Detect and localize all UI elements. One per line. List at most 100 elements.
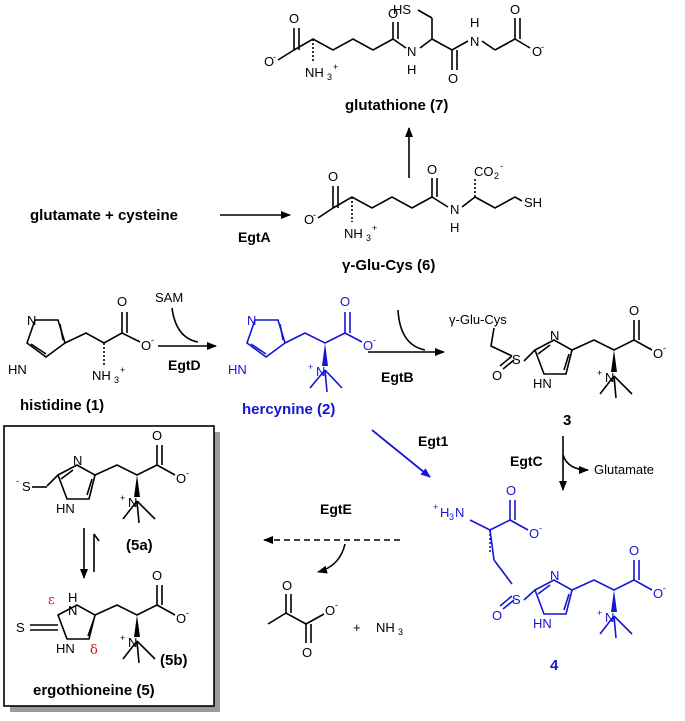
atom-hn: HN — [533, 376, 552, 391]
label-compound-5b: (5b) — [160, 652, 188, 669]
atom-o: O — [388, 6, 398, 21]
glutamate-release-arrow — [562, 454, 589, 474]
delta-label: δ — [90, 643, 98, 658]
reagent-sam: SAM — [155, 290, 183, 305]
charge: - — [186, 608, 189, 618]
hercynine-structure: N HN O O - + N hercynine (2) — [228, 294, 376, 418]
atom-n: N — [605, 370, 614, 385]
charge: + — [433, 502, 438, 512]
charge: - — [335, 600, 338, 610]
atom-o: O — [492, 368, 502, 383]
compound-3-structure: γ-Glu-Cys S O N HN O O - + N 3 — [449, 303, 666, 429]
atom-o: O — [141, 338, 151, 353]
atom-hn: HN — [8, 362, 27, 377]
enzyme-egte: EgtE — [320, 501, 352, 517]
atom-n: N — [27, 313, 36, 328]
epsilon-label: ε — [48, 593, 55, 608]
atom-o: O — [304, 212, 314, 227]
compound-4-structure: + H 3 N O O - S O N HN O O - + N 4 — [433, 483, 666, 674]
atom-n: N — [450, 202, 459, 217]
atom-s: S — [512, 592, 521, 607]
label-gamma-glu-cys: γ-Glu-Cys (6) — [342, 257, 435, 274]
subscript: 3 — [114, 375, 119, 385]
atom-o: O — [529, 526, 539, 541]
atom-o: O — [176, 611, 186, 626]
atom-o: O — [176, 471, 186, 486]
glutathione-structure: O O - NH 3 + O N H HS O N H O O - glutat… — [264, 2, 544, 114]
charge: + — [120, 365, 125, 375]
atom-h: H — [68, 590, 77, 605]
subscript: 2 — [494, 171, 499, 181]
atom-n: N — [550, 568, 559, 583]
atom-co2: CO — [474, 164, 494, 179]
atom-h: H — [450, 220, 459, 235]
atom-n: N — [605, 610, 614, 625]
atom-o: O — [532, 44, 542, 59]
label-histidine: histidine (1) — [20, 397, 104, 414]
atom-o: O — [492, 608, 502, 623]
atom-nh3: NH — [92, 368, 111, 383]
atom-o: O — [629, 543, 639, 558]
atom-n: N — [550, 328, 559, 343]
plus-sign: + — [353, 620, 361, 635]
atom-nh3: NH — [305, 65, 324, 80]
charge: - — [16, 476, 19, 486]
atom-n: N — [316, 364, 325, 379]
subscript: 3 — [327, 72, 332, 82]
atom-o: O — [289, 11, 299, 26]
atom-n: N — [73, 453, 82, 468]
sam-curved-arrow — [171, 307, 199, 343]
atom-n: N — [128, 635, 137, 650]
ergothioneine-panel: - S N HN O O - + N (5a) S H N HN ε δ O O — [3, 425, 220, 712]
pyruvate-release-arrow — [317, 543, 346, 574]
atom-o: O — [282, 578, 292, 593]
atom-o: O — [506, 483, 516, 498]
atom-o: O — [302, 645, 312, 660]
atom-n: N — [455, 505, 464, 520]
enzyme-egtc: EgtC — [510, 453, 543, 469]
atom-o: O — [328, 169, 338, 184]
enzyme-egta: EgtA — [238, 229, 271, 245]
charge: + — [372, 223, 377, 233]
charge: - — [500, 161, 503, 171]
pyruvate-structure: O O O - — [267, 578, 338, 660]
charge: - — [273, 52, 276, 62]
atom-o: O — [152, 428, 162, 443]
charge: - — [539, 523, 542, 533]
label-glutamate-cysteine: glutamate + cysteine — [30, 207, 178, 224]
group-gamma-glu-cys: γ-Glu-Cys — [449, 312, 507, 327]
enzyme-egtb: EgtB — [381, 369, 414, 385]
subscript: 3 — [366, 233, 371, 243]
charge: + — [120, 633, 125, 643]
atom-s: S — [512, 352, 521, 367]
atom-o: O — [152, 568, 162, 583]
atom-hs: HS — [393, 2, 411, 17]
charge: - — [663, 583, 666, 593]
charge: + — [120, 493, 125, 503]
enzyme-egtd: EgtD — [168, 357, 201, 373]
charge: - — [186, 468, 189, 478]
label-compound-4: 4 — [550, 657, 559, 674]
charge: - — [373, 335, 376, 345]
label-ergothioneine: ergothioneine (5) — [33, 682, 155, 699]
charge: - — [541, 42, 544, 52]
charge: + — [308, 362, 313, 372]
atom-o: O — [264, 54, 274, 69]
reagent-glutamate: Glutamate — [594, 462, 654, 477]
atom-n: N — [68, 603, 77, 618]
charge: - — [313, 210, 316, 220]
atom-o: O — [629, 303, 639, 318]
label-compound-5a: (5a) — [126, 537, 153, 554]
charge: + — [597, 368, 602, 378]
atom-n: N — [128, 495, 137, 510]
subscript: 3 — [449, 512, 454, 522]
egtb-curved-arrow — [397, 309, 426, 351]
atom-h: H — [407, 62, 416, 77]
charge: + — [333, 62, 338, 72]
atom-hn: HN — [56, 501, 75, 516]
atom-s: S — [22, 479, 31, 494]
atom-h3n: H — [440, 505, 449, 520]
atom-o: O — [340, 294, 350, 309]
label-compound-3: 3 — [563, 412, 571, 429]
charge: - — [151, 335, 154, 345]
